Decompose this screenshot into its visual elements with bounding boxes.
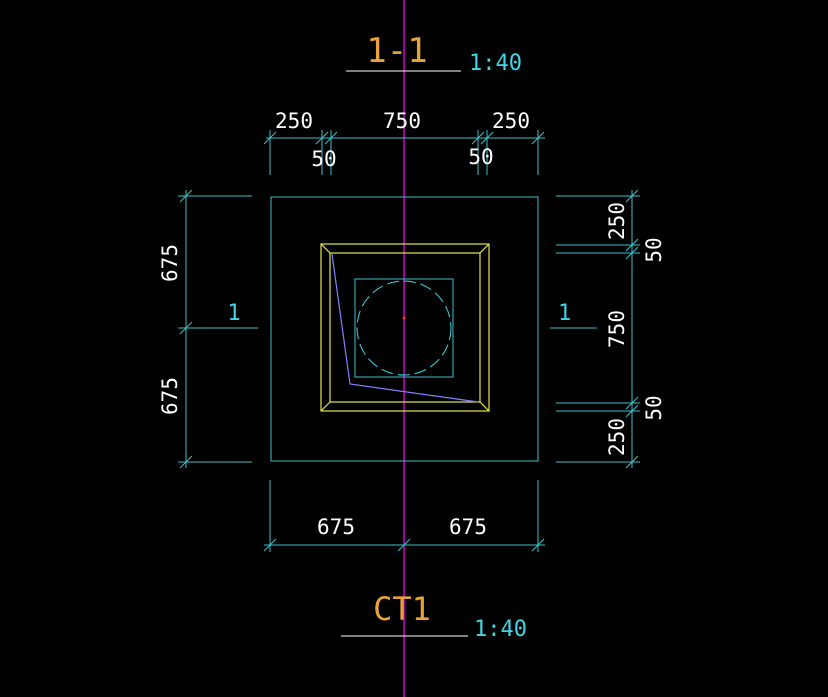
section-mark-left: 1 [227,301,240,326]
center-point [402,316,406,320]
dim-left-675-bottom: 675 [158,377,182,415]
dim-top-50-right: 50 [468,145,493,169]
plan-title: CT1 [373,590,431,628]
dim-left-675-top: 675 [158,244,182,282]
dim-top-250-right: 250 [492,109,530,133]
bottom-dimensions [263,480,545,552]
dim-right-750: 750 [605,310,629,348]
plan-scale: 1:40 [474,617,527,642]
section-scale: 1:40 [469,51,522,76]
dim-right-50-bottom: 50 [642,395,666,420]
dim-right-50-top: 50 [642,237,666,262]
dim-right-250-bottom: 250 [605,418,629,456]
section-mark-right: 1 [558,301,571,326]
break-line [331,253,479,403]
section-title: 1-1 [366,31,427,71]
dashed-circle [356,280,452,376]
core-square [354,278,454,378]
dim-top-750: 750 [383,109,421,133]
dim-right-250-top: 250 [605,202,629,240]
left-dimensions [178,189,252,469]
dim-bottom-675-left: 675 [317,515,355,539]
dim-top-250-left: 250 [275,109,313,133]
outer-outline [270,196,539,462]
inner-frame [320,243,490,412]
dim-bottom-675-right: 675 [449,515,487,539]
right-dimensions [556,189,640,469]
dim-top-50-left: 50 [311,147,336,171]
top-dimensions [263,130,545,175]
